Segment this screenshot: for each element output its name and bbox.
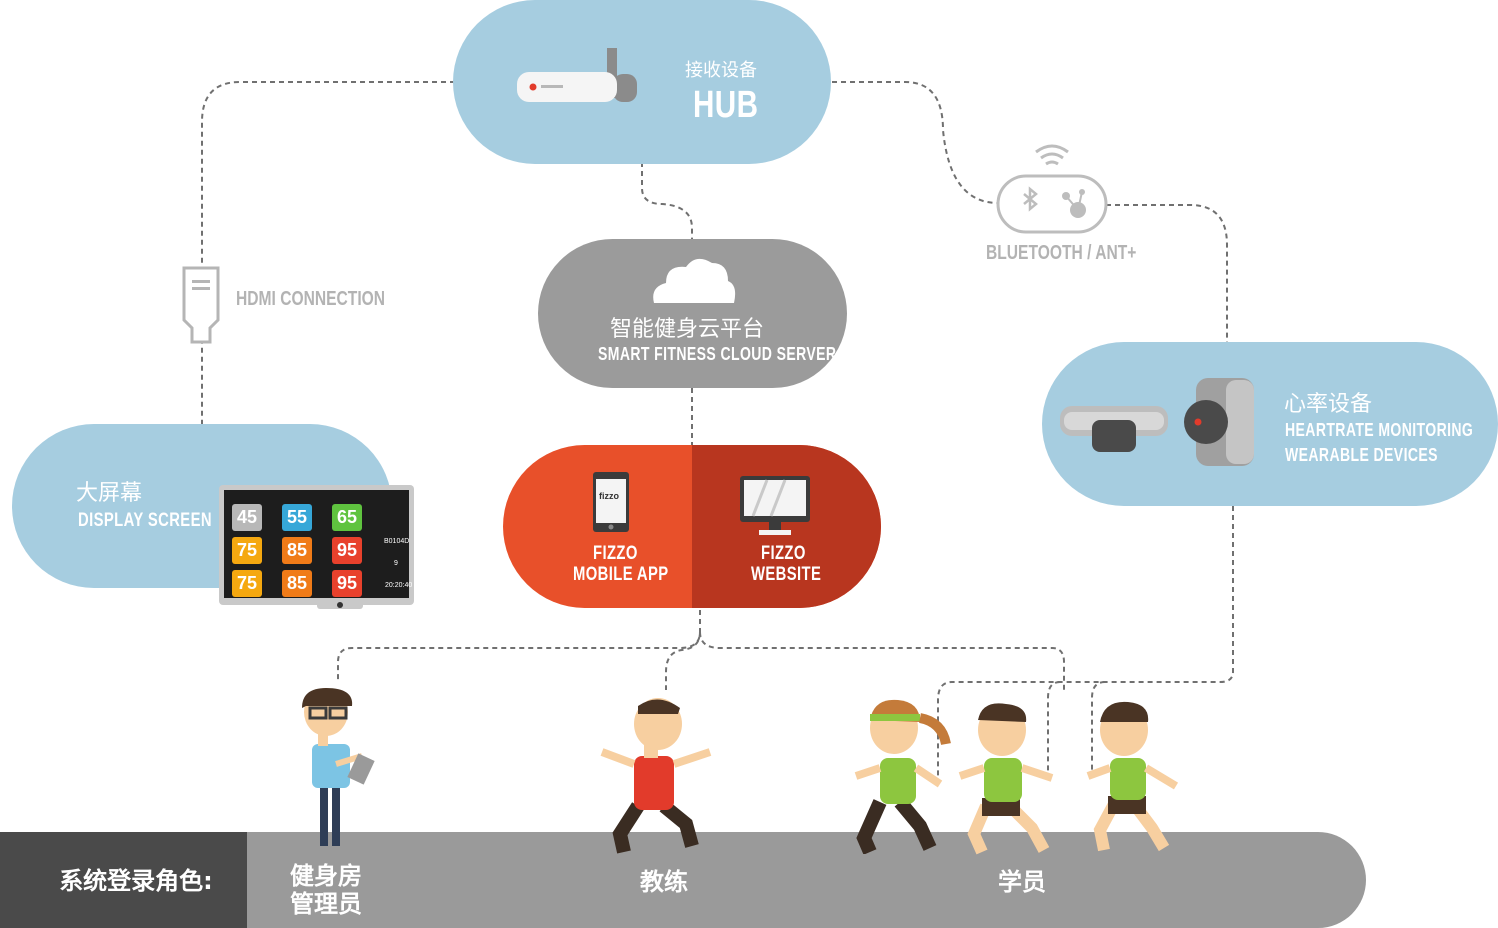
phone-logo: fizzo [599,491,619,501]
cloud-icon [653,258,736,303]
wrist-band-icon [1184,378,1254,466]
student-figure-1 [854,699,951,854]
score-tile: 55 [282,504,312,531]
camera-icon [317,601,363,609]
monitor-icon [740,476,810,535]
app-to-students-line [699,631,1065,690]
heartrate-title-cn: 心率设备 [1284,392,1373,417]
score-tile: 95 [332,537,362,564]
website-line1: FIZZO [761,543,806,564]
app-to-coach-line [665,631,701,690]
gym-manager-figure [302,688,375,846]
hub-to-cloud-line [641,162,693,240]
fizzo-app-pill: fizzo FIZZO MOBILE APP FIZZO WEBSITE [503,445,881,608]
display-monitor-screen: 45 55 65 75 85 95 75 85 95 B0104D 9 20:2… [224,490,413,598]
role-coach: 教练 [640,868,688,896]
hub-pill: 接收设备 HUB [453,0,831,164]
display-side-value: 20:20:40 [385,582,413,589]
display-title-cn: 大屏幕 [76,481,143,506]
hub-to-bluetooth-line [832,81,999,204]
heartrate-to-student2-line [1047,681,1061,780]
roles-label-box [0,832,247,928]
bluetooth-label: BLUETOOTH / ANT+ [986,242,1137,264]
score-tile: 45 [232,504,262,531]
role-student: 学员 [998,868,1046,896]
hdmi-label: HDMI CONNECTION [236,288,386,310]
hub-title-cn: 接收设备 [685,60,757,81]
hub-title-en: HUB [693,84,759,126]
hub-to-display-line [201,81,455,424]
student-figure-3 [1086,701,1179,852]
router-icon [517,48,637,102]
coach-figure [600,698,712,854]
heartrate-line1: HEARTRATE MONITORING [1285,420,1474,440]
score-tile: 75 [232,537,262,564]
heartrate-to-students-line [937,506,1234,780]
display-monitor: 45 55 65 75 85 95 75 85 95 B0104D 9 20:2… [219,485,414,609]
student-figure-2 [958,703,1054,855]
heartrate-pill: 心率设备 HEARTRATE MONITORING WEARABLE DEVIC… [1042,342,1498,506]
score-tile: 85 [282,537,312,564]
mobile-phone-icon [593,472,629,532]
chest-strap-icon [1060,406,1168,452]
cloud-server-pill: 智能健身云平台 SMART FITNESS CLOUD SERVER [538,239,847,388]
score-tile: 95 [332,570,362,597]
cloud-title-en: SMART FITNESS CLOUD SERVER [598,344,837,364]
mobile-app-line1: FIZZO [593,543,638,564]
heartrate-to-student3-line [1091,681,1106,778]
display-side-value: B0104D [384,538,410,545]
mobile-app-line2: MOBILE APP [573,564,669,585]
role-manager-line2: 管理员 [290,890,362,918]
display-title-en: DISPLAY SCREEN [78,510,212,531]
roles-label: 系统登录角色: [59,867,213,895]
score-tile: 85 [282,570,312,597]
score-tile: 75 [232,570,262,597]
app-to-manager-line [337,610,701,680]
score-tile: 65 [332,504,362,531]
cloud-title-cn: 智能健身云平台 [610,317,765,342]
display-side-value: 9 [394,560,398,567]
bluetooth-to-heartrate-line [1106,204,1228,342]
role-manager-line1: 健身房 [290,862,362,890]
website-line2: WEBSITE [751,564,822,585]
heartrate-line2: WEARABLE DEVICES [1285,445,1438,465]
website-half [692,445,881,608]
hdmi-icon [182,266,220,344]
bluetooth-device-icon [996,144,1108,234]
